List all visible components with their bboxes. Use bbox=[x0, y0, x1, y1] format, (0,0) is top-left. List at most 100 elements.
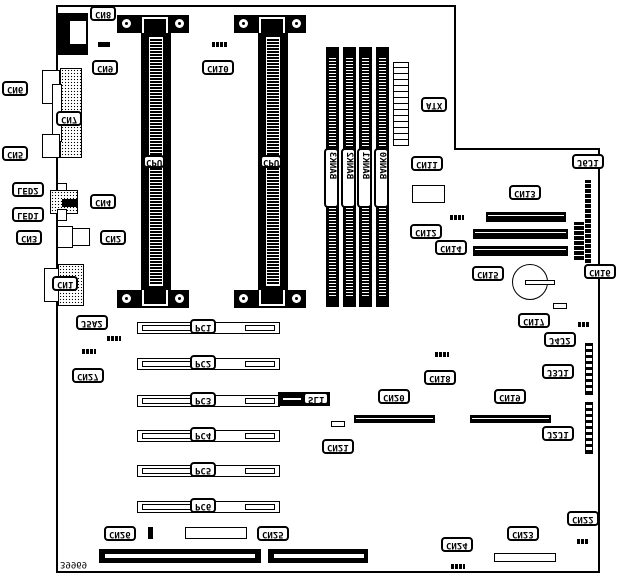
cn23-connector bbox=[494, 553, 556, 562]
memory-bank-2-label: BANK2 bbox=[341, 148, 356, 208]
cn4-connector-body bbox=[62, 199, 78, 207]
cpu-slot-2-top-retainer bbox=[234, 15, 306, 33]
cn26-header bbox=[148, 527, 153, 539]
screw-icon bbox=[239, 19, 248, 28]
memory-bank-1-label: BANK1 bbox=[357, 148, 372, 208]
cn27-label: CN27 bbox=[72, 368, 104, 383]
screw-icon bbox=[292, 294, 301, 303]
j3j1-label: J3J1 bbox=[542, 364, 574, 379]
cn8-label: CN8 bbox=[90, 6, 117, 21]
expansion-slot-right-gap bbox=[274, 554, 364, 558]
cn14-label: CN14 bbox=[435, 240, 467, 255]
cn16-label: CN16 bbox=[584, 264, 616, 279]
atx-power-connector bbox=[393, 62, 409, 146]
board-outline-bottom bbox=[56, 571, 600, 573]
led2-label: LED2 bbox=[12, 182, 44, 197]
cn13-connector bbox=[486, 212, 566, 222]
pci-slot-1-label: PC1 bbox=[190, 319, 217, 334]
screw-icon bbox=[292, 19, 301, 28]
cn13-label: CN13 bbox=[509, 185, 541, 200]
cn11-connector bbox=[412, 185, 445, 203]
cpu-slot-1-top-retainer bbox=[117, 15, 189, 33]
cn7-label: CN7 bbox=[56, 111, 83, 126]
cn23-label: CN23 bbox=[507, 526, 539, 541]
cn20-connector bbox=[354, 415, 435, 423]
screw-icon bbox=[122, 294, 131, 303]
cn21-label: CN21 bbox=[322, 439, 354, 454]
cn19-connector bbox=[470, 415, 551, 423]
memory-bank-0-label: BANK0 bbox=[374, 148, 389, 208]
sl1-label: SL1 bbox=[303, 392, 330, 405]
cn2-connector bbox=[72, 228, 90, 246]
cn10-label: CN10 bbox=[202, 60, 234, 75]
cn19-label: CN19 bbox=[494, 389, 526, 404]
cn9-label: CN9 bbox=[92, 60, 119, 75]
figure-id: 39969 bbox=[60, 559, 88, 569]
cn11-label: CN11 bbox=[411, 156, 443, 171]
j6j1-header bbox=[585, 180, 591, 263]
cn12-label: CN12 bbox=[410, 224, 442, 239]
expansion-slot-left-gap bbox=[105, 554, 255, 558]
cn27-header bbox=[82, 349, 96, 354]
cn24-label: CN24 bbox=[441, 537, 473, 552]
j5a2-header bbox=[107, 336, 121, 341]
cn3-connector bbox=[57, 226, 73, 248]
cn24-header bbox=[451, 564, 465, 569]
cn17-label: CN17 bbox=[518, 313, 550, 328]
cn3-label: CN3 bbox=[16, 230, 43, 245]
cn22-header bbox=[577, 539, 589, 544]
cn25-label: CN25 bbox=[257, 526, 289, 541]
led1-indicator bbox=[57, 209, 67, 221]
screw-icon bbox=[122, 19, 131, 28]
cn5-label: CN5 bbox=[2, 146, 29, 161]
pci-slot-2-label: PC2 bbox=[190, 355, 217, 370]
j2j1-label: J2J1 bbox=[542, 426, 574, 441]
cn1-label: CN1 bbox=[52, 276, 79, 291]
j6j1-label: J6J1 bbox=[572, 154, 604, 169]
cn17-connector bbox=[553, 303, 567, 309]
j4j2-label: J4J2 bbox=[544, 332, 576, 347]
cn20-label: CN20 bbox=[378, 389, 410, 404]
j5a2-label: J5A2 bbox=[76, 315, 108, 330]
board-outline-right bbox=[598, 148, 600, 572]
j3j1-header bbox=[585, 343, 593, 395]
screw-icon bbox=[175, 294, 184, 303]
cpu-slot-1-label: CPU bbox=[143, 155, 166, 168]
cn4-label: CN4 bbox=[90, 194, 117, 209]
cn18-label: CN18 bbox=[424, 370, 456, 385]
cn9-header bbox=[98, 42, 110, 47]
battery-clip bbox=[525, 280, 555, 285]
screw-icon bbox=[239, 294, 248, 303]
board-outline-notch-horizontal bbox=[454, 148, 599, 150]
memory-bank-3-label: BANK3 bbox=[324, 148, 339, 208]
cpu-slot-2-bottom-retainer bbox=[234, 290, 306, 308]
cn15-label: CN15 bbox=[472, 266, 504, 281]
cpu-slot-1-bottom-retainer bbox=[117, 290, 189, 308]
atx-label: ATX bbox=[421, 97, 448, 112]
cn8-connector-body bbox=[69, 20, 87, 45]
cn10-header bbox=[212, 42, 228, 47]
cpu-slot-2-label: CPU bbox=[260, 155, 283, 168]
board-outline-top bbox=[56, 5, 456, 7]
cn18-header bbox=[435, 352, 449, 357]
pci-slot-5-label: PC5 bbox=[190, 462, 217, 477]
cn14-connector bbox=[473, 229, 568, 239]
cn16-connector bbox=[574, 222, 584, 260]
screw-icon bbox=[175, 19, 184, 28]
cn2-label: CN2 bbox=[100, 230, 127, 245]
cn12-header bbox=[450, 215, 464, 220]
cn26-label: CN26 bbox=[104, 526, 136, 541]
pci-slot-4-label: PC4 bbox=[190, 427, 217, 442]
cn25-connector bbox=[185, 527, 247, 539]
cn15-connector bbox=[473, 246, 568, 256]
cn6-label: CN6 bbox=[2, 81, 29, 96]
j4j2-header bbox=[578, 322, 590, 327]
board-outline-notch-vertical bbox=[454, 5, 456, 149]
cn22-label: CN22 bbox=[567, 511, 599, 526]
sl1-slot-key bbox=[283, 398, 301, 400]
pci-slot-6-label: PC6 bbox=[190, 498, 217, 513]
pci-slot-3-label: PC3 bbox=[190, 392, 217, 407]
cn5-connector bbox=[42, 134, 60, 158]
led1-label: LED1 bbox=[12, 207, 44, 222]
